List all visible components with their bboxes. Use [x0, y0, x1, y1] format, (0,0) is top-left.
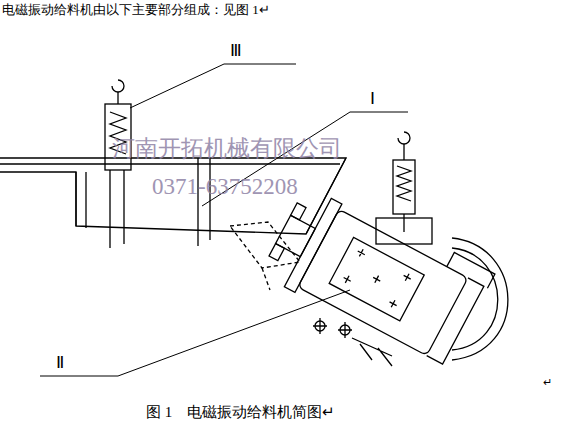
trough: [0, 158, 346, 234]
connection-frame: [230, 222, 300, 290]
figure-caption: 图 1 电磁振动给料机简图↵: [146, 404, 335, 421]
watermark: 河南开拓机械有限公司: [112, 136, 342, 161]
callout-number: Ⅰ: [370, 90, 375, 109]
callout-number: Ⅲ: [230, 42, 242, 61]
hanger-spring-right: [376, 132, 432, 244]
electromagnetic-exciter: [260, 176, 495, 371]
hanger-spring-left: [105, 80, 210, 248]
leaf-spring: [452, 238, 508, 360]
paragraph-mark: ↵: [543, 376, 552, 388]
heading: 电磁振动给料机由以下主要部分组成：见图 1↵: [2, 3, 270, 17]
bolts: [313, 318, 392, 366]
leader-lines: [40, 64, 408, 376]
callout-number: Ⅱ: [56, 354, 64, 373]
watermark: 0371-63752208: [152, 174, 298, 199]
